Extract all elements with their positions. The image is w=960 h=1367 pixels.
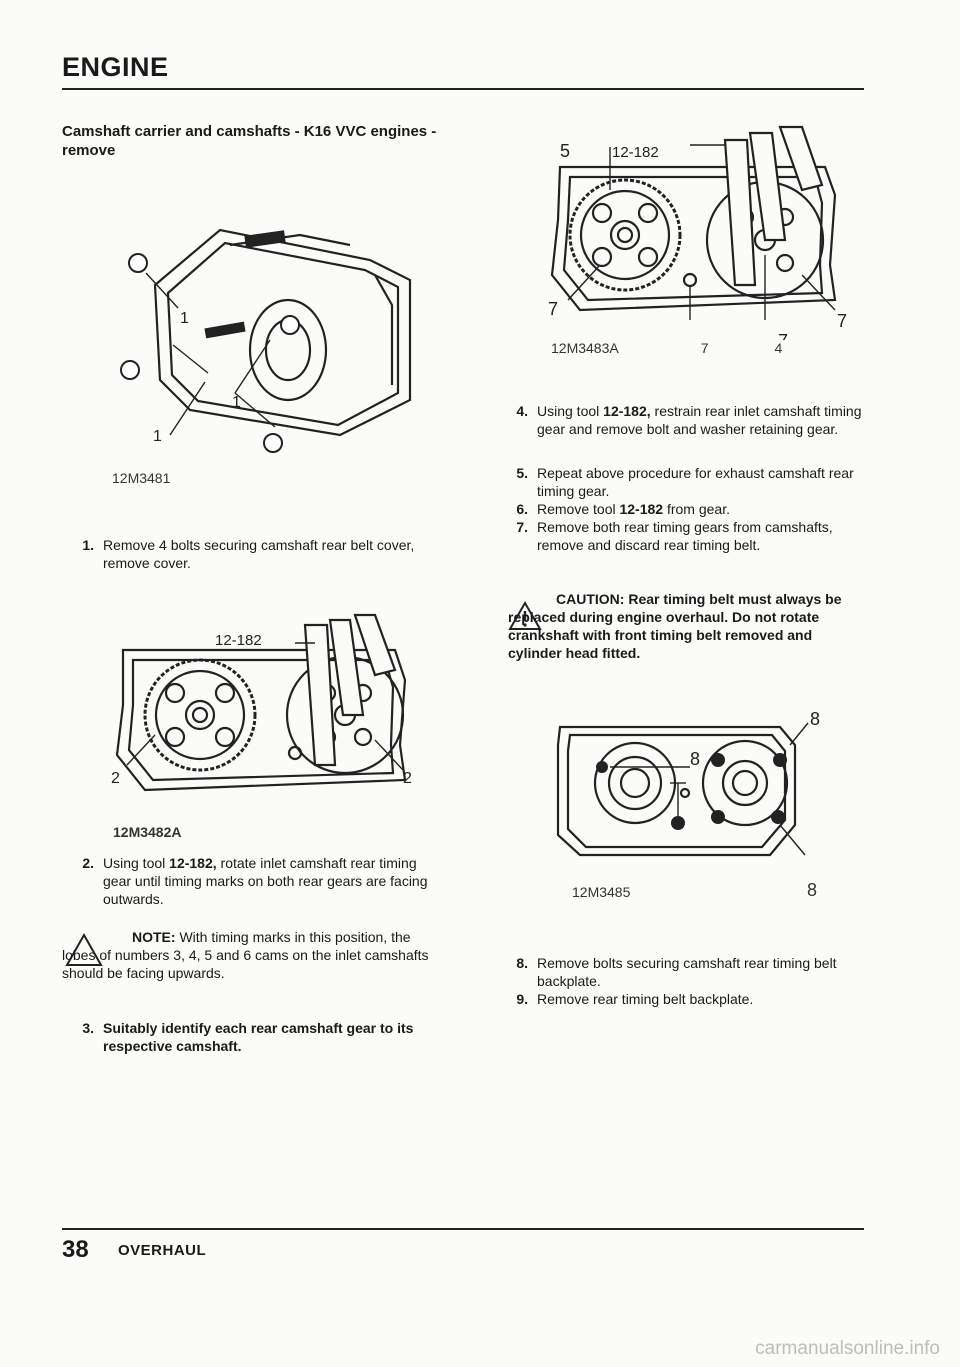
fig3-callout: 7	[548, 299, 558, 319]
step-3: 3. Suitably identify each rear camshaft …	[66, 1019, 442, 1055]
fig2-tool-label: 12-182	[215, 632, 262, 649]
figure-12M3482A: 12-182 2 2	[105, 605, 425, 810]
step-number: 9.	[516, 991, 528, 1007]
page-header-section: ENGINE	[62, 52, 169, 82]
caution-lead: CAUTION:	[556, 591, 625, 607]
figure-id-12M3482A: 12M3482A	[113, 824, 182, 840]
figure-12M3485: 8 8	[540, 705, 840, 880]
fig3-callout: 5	[560, 141, 570, 161]
belt-cover-illustration: 1 1 1	[120, 228, 412, 453]
step-text-post: from gear.	[663, 501, 730, 517]
fig4-callout: 8	[810, 709, 820, 729]
fig4-callout: 8	[690, 749, 700, 769]
caution-text: Rear timing belt must always be replaced…	[508, 591, 842, 661]
note-lead: NOTE:	[132, 929, 176, 945]
step-number: 3.	[82, 1020, 94, 1036]
header-rule	[62, 88, 864, 90]
step-5: 5. Repeat above procedure for exhaust ca…	[500, 464, 868, 500]
step-text-pre: Remove tool	[537, 501, 620, 517]
step-8: 8. Remove bolts securing camshaft rear t…	[500, 954, 868, 990]
fig1-callout: 1	[232, 394, 241, 411]
figure-id-12M3483A: 12M3483A	[551, 340, 619, 356]
note-triangle-icon	[65, 932, 103, 966]
step-text: Remove both rear timing gears from camsh…	[537, 519, 833, 553]
step-number: 6.	[516, 501, 528, 517]
watermark-text: carmanualsonline.info	[755, 1338, 940, 1359]
step-number: 8.	[516, 955, 528, 971]
step-text: Using tool 12-182, restrain rear inlet c…	[537, 402, 868, 438]
caution-block: CAUTION: Rear timing belt must always be…	[508, 590, 868, 662]
caution-warning-icon	[508, 600, 542, 630]
restrain-gear-illustration: 5 12-182 7 7 7	[548, 125, 847, 340]
step-text: Remove rear timing belt backplate.	[537, 991, 754, 1007]
step-text-pre: Using tool	[537, 403, 604, 419]
step-number: 4.	[516, 403, 528, 419]
figure-12M3483A: 5 12-182 7 7 7	[540, 115, 860, 340]
step-text: Using tool 12-182, rotate inlet camshaft…	[103, 854, 442, 908]
step-number: 2.	[82, 855, 94, 871]
fig3-callout: 7	[700, 340, 709, 356]
fig4-callout: 8	[807, 880, 818, 900]
step-number: 7.	[516, 519, 528, 535]
timing-gears-tool-illustration: 12-182 2 2	[111, 613, 412, 792]
step-text-post: rotate inlet camshaft rear timing gear u…	[103, 855, 428, 907]
fig1-callout: 1	[153, 428, 162, 445]
step-text-pre: Using tool	[103, 855, 170, 871]
page-number: 38	[62, 1236, 89, 1263]
fig1-callout: 1	[180, 310, 189, 327]
step-number: 5.	[516, 465, 528, 481]
fig3-callout: 4	[774, 340, 783, 356]
step-text: Remove tool 12-182 from gear.	[537, 500, 868, 518]
fig3-label-row: 12M3483A 7 4	[551, 340, 851, 356]
note-text: With timing marks in this position, the …	[62, 929, 429, 981]
fig2-callout: 2	[111, 770, 120, 787]
step-number: 1.	[82, 537, 94, 553]
footer-section: OVERHAUL	[118, 1242, 207, 1259]
step-2: 2. Using tool 12-182, rotate inlet camsh…	[66, 854, 442, 908]
step-text-post: restrain rear inlet camshaft timing gear…	[537, 403, 862, 437]
tool-number: 12-182,	[169, 855, 217, 871]
fig3-callout: 7	[837, 311, 847, 331]
step-text: Suitably identify each rear camshaft gea…	[103, 1020, 414, 1054]
procedure-title: Camshaft carrier and camshafts - K16 VVC…	[62, 123, 437, 159]
step-6: 6. Remove tool 12-182 from gear.	[500, 500, 868, 518]
footer-rule	[62, 1228, 864, 1230]
step-1: 1. Remove 4 bolts securing camshaft rear…	[66, 536, 442, 572]
step-9: 9. Remove rear timing belt backplate.	[500, 990, 868, 1008]
tool-number: 12-182	[619, 501, 664, 517]
backplate-illustration: 8 8	[556, 709, 820, 857]
step-text: Remove 4 bolts securing camshaft rear be…	[103, 537, 415, 571]
figure-id-12M3481: 12M3481	[112, 470, 171, 486]
figure-id-12M3485: 12M3485	[572, 884, 631, 900]
step-7: 7. Remove both rear timing gears from ca…	[500, 518, 868, 554]
note-block: NOTE: With timing marks in this position…	[62, 928, 442, 982]
step-text: Remove bolts securing camshaft rear timi…	[537, 955, 837, 989]
step-text: Repeat above procedure for exhaust camsh…	[537, 465, 854, 499]
step-4: 4. Using tool 12-182, restrain rear inle…	[500, 402, 868, 438]
figure-12M3481: 1 1 1	[110, 205, 420, 465]
fig3-tool-label: 12-182	[612, 144, 659, 161]
fig3-callout: 7	[778, 331, 788, 340]
fig2-callout: 2	[403, 770, 412, 787]
tool-number: 12-182,	[603, 403, 651, 419]
